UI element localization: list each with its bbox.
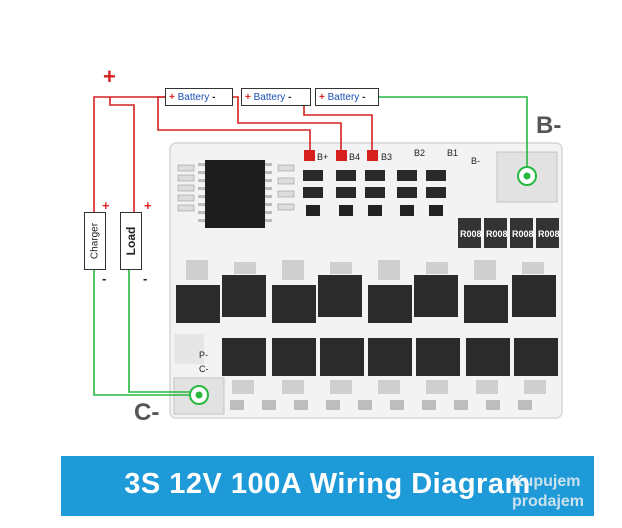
wire-charger-plus xyxy=(93,96,165,212)
battery-3-plus: + xyxy=(319,92,325,103)
watermark-line2: prodajem xyxy=(512,493,585,510)
load-box: Load xyxy=(120,212,142,270)
battery-1-minus: - xyxy=(212,92,216,103)
wire-b-minus xyxy=(378,96,528,174)
battery-2-label: Battery xyxy=(253,92,286,103)
wire-load-minus xyxy=(128,270,198,393)
battery-1-plus: + xyxy=(169,92,175,103)
battery-3-minus: - xyxy=(362,92,366,103)
pad-label-b2: B2 xyxy=(414,148,425,158)
title-banner: 3S 12V 100A Wiring Diagram xyxy=(61,456,594,516)
pad-bplus xyxy=(304,150,315,161)
shunt-label-4: R008 xyxy=(538,229,560,239)
charger-label: Charger xyxy=(89,222,101,260)
shunt-label-1: R008 xyxy=(460,229,482,239)
charger-plus-mark: + xyxy=(102,198,110,213)
charger-minus-mark: - xyxy=(102,271,107,286)
pad-label-bminus: B- xyxy=(471,156,480,166)
load-minus-mark: - xyxy=(143,271,148,286)
pad-b3 xyxy=(367,150,378,161)
load-label: Load xyxy=(124,226,138,256)
battery-2: + Battery - xyxy=(241,88,311,106)
shunt-label-3: R008 xyxy=(512,229,534,239)
watermark-line1: Kupujem xyxy=(512,473,581,490)
wire-load-plus xyxy=(109,97,135,212)
pad-label-pminus: P- xyxy=(199,350,208,360)
battery-2-plus: + xyxy=(245,92,251,103)
wire-charger-minus xyxy=(93,270,198,396)
watermark-logo: Kupujem prodajem xyxy=(512,472,620,516)
pad-label-b3: B3 xyxy=(381,152,392,162)
pad-label-b1: B1 xyxy=(447,148,458,158)
main-plus-label: + xyxy=(103,64,116,89)
charger-box: Charger xyxy=(84,212,106,270)
pad-b4 xyxy=(336,150,347,161)
shunt-label-2: R008 xyxy=(486,229,508,239)
bms-board xyxy=(169,142,563,419)
battery-3-label: Battery xyxy=(327,92,360,103)
load-plus-mark: + xyxy=(144,198,152,213)
c-minus-label: C- xyxy=(134,399,160,426)
b-minus-label: B- xyxy=(536,112,562,139)
battery-1-label: Battery xyxy=(177,92,210,103)
battery-1: + Battery - xyxy=(165,88,233,106)
bms-ic-chip xyxy=(205,160,265,228)
pad-label-cminus: C- xyxy=(199,364,209,374)
battery-2-minus: - xyxy=(288,92,292,103)
wire-b4 xyxy=(233,96,342,155)
pad-label-b4: B4 xyxy=(349,152,360,162)
battery-3: + Battery - xyxy=(315,88,379,106)
banner-title: 3S 12V 100A Wiring Diagram xyxy=(124,468,531,500)
pad-label-bplus: B+ xyxy=(317,152,328,162)
